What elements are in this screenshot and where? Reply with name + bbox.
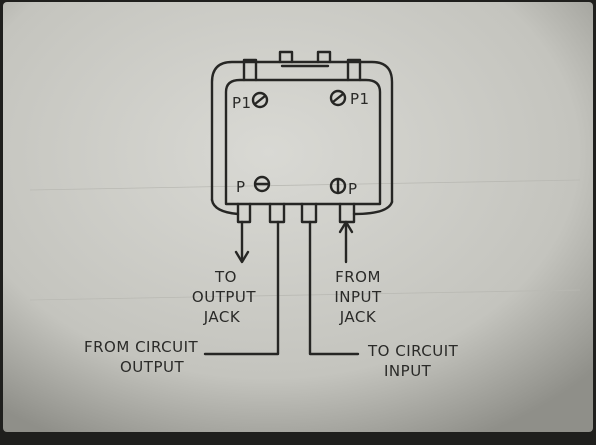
screw-top-left bbox=[251, 91, 269, 109]
svg-text:TO: TO bbox=[214, 268, 237, 286]
label-from-input-jack: FROM INPUT JACK bbox=[334, 268, 382, 326]
wire-from-circuit-output bbox=[203, 220, 280, 356]
footswitch-body bbox=[210, 50, 394, 224]
screws bbox=[251, 89, 347, 195]
lug-label-top-left: P1 bbox=[232, 94, 252, 112]
svg-text:INPUT: INPUT bbox=[334, 288, 382, 306]
screw-top-right bbox=[329, 89, 347, 107]
lug-label-top-right: P1 bbox=[350, 90, 370, 108]
svg-text:INPUT: INPUT bbox=[384, 362, 432, 380]
svg-text:TO CIRCUIT: TO CIRCUIT bbox=[367, 342, 459, 360]
wire-to-circuit-input bbox=[308, 220, 360, 356]
arrow-down bbox=[234, 250, 250, 264]
svg-text:JACK: JACK bbox=[339, 308, 377, 326]
label-from-circuit-output: FROM CIRCUIT OUTPUT bbox=[84, 338, 199, 376]
svg-text:FROM CIRCUIT: FROM CIRCUIT bbox=[84, 338, 199, 356]
svg-text:JACK: JACK bbox=[203, 308, 241, 326]
svg-text:OUTPUT: OUTPUT bbox=[192, 288, 256, 306]
lug-label-bottom-left: P bbox=[236, 178, 246, 196]
svg-text:FROM: FROM bbox=[335, 268, 381, 286]
ruled-lines bbox=[29, 179, 581, 301]
arrow-up bbox=[338, 220, 354, 234]
paper-sheet bbox=[3, 2, 593, 432]
lug-label-bottom-right: P bbox=[348, 180, 358, 198]
svg-text:OUTPUT: OUTPUT bbox=[120, 358, 184, 376]
label-to-output-jack: TO OUTPUT JACK bbox=[192, 268, 256, 326]
label-to-circuit-input: TO CIRCUIT INPUT bbox=[367, 342, 459, 380]
wires bbox=[203, 220, 360, 356]
